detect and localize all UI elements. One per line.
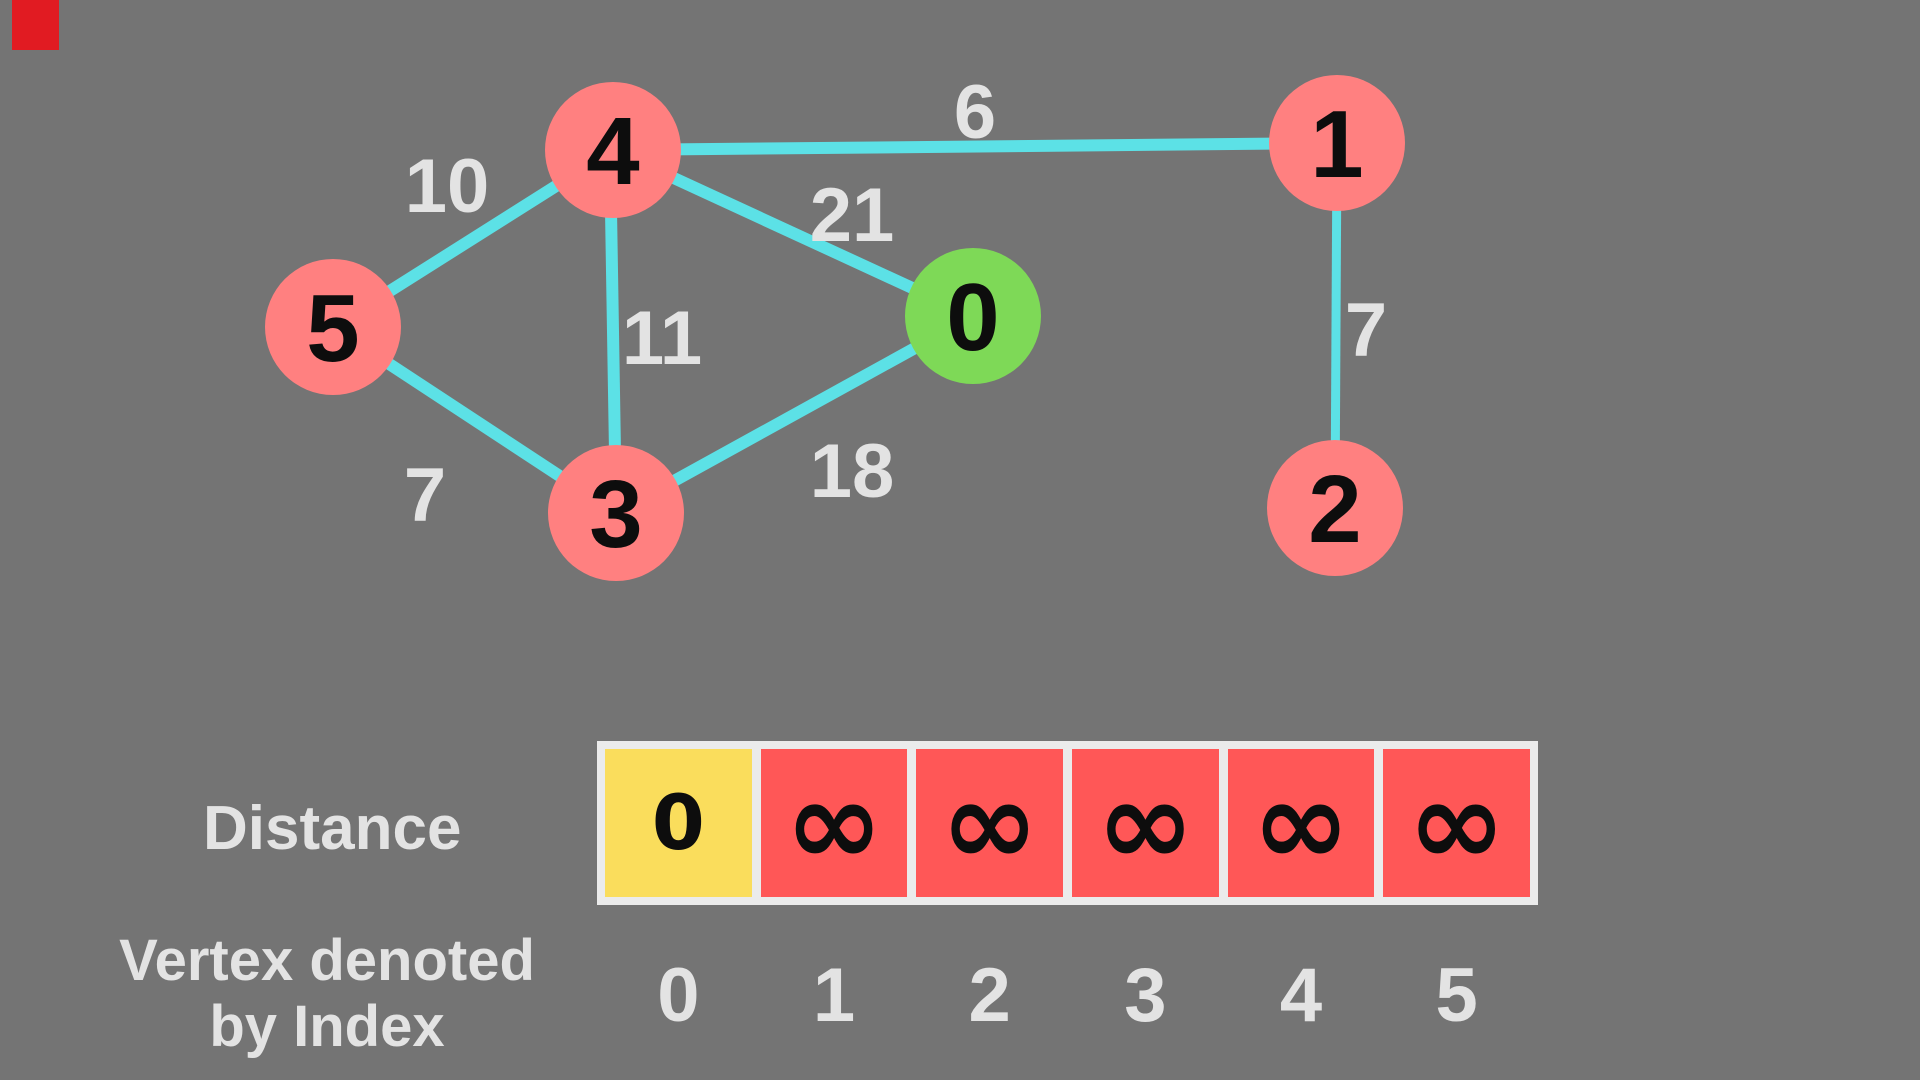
index-1: 1 xyxy=(812,953,856,1038)
index-row: 0 1 2 3 4 5 xyxy=(597,952,1538,1039)
node-5-circle xyxy=(265,259,401,395)
node-3-circle xyxy=(548,445,684,581)
index-3: 3 xyxy=(1124,953,1167,1038)
distance-array: 0 ∞ ∞ ∞ ∞ ∞ xyxy=(597,741,1538,905)
distance-cell-4: ∞ xyxy=(1227,749,1375,897)
corner-red-square xyxy=(12,0,59,50)
edge-weight-4-3: 11 xyxy=(622,296,702,381)
edge-4-1 xyxy=(612,137,1338,156)
index-2: 2 xyxy=(968,953,1011,1038)
distance-cell-3: ∞ xyxy=(1072,749,1219,897)
edge-weight-1-2: 7 xyxy=(1345,288,1387,373)
edge-weight-4-0: 21 xyxy=(810,173,895,258)
index-0: 0 xyxy=(657,953,700,1038)
index-5: 5 xyxy=(1435,953,1478,1038)
index-4: 4 xyxy=(1279,953,1323,1038)
distance-cell-2: ∞ xyxy=(916,749,1064,897)
graph-nodes: 4 1 5 0 3 2 xyxy=(265,75,1405,581)
node-0-circle xyxy=(905,248,1041,384)
node-3-label: 3 xyxy=(589,461,642,568)
node-4-label: 4 xyxy=(586,98,639,205)
index-caption: Vertex denoted by Index xyxy=(47,928,607,1060)
node-5-label: 5 xyxy=(306,275,359,382)
node-4-circle xyxy=(545,82,681,218)
node-2-label: 2 xyxy=(1308,456,1361,563)
node-0-label: 0 xyxy=(946,264,999,371)
edge-weight-labels: 6 10 21 11 7 18 7 xyxy=(404,70,1387,538)
node-1-label: 1 xyxy=(1310,91,1363,198)
edge-weight-5-3: 7 xyxy=(404,453,446,538)
node-1-circle xyxy=(1269,75,1405,211)
node-2-circle xyxy=(1267,440,1403,576)
edge-weight-4-5: 10 xyxy=(405,144,490,229)
index-caption-line1: Vertex denoted xyxy=(119,928,535,993)
edge-weight-4-1: 6 xyxy=(954,70,996,155)
distance-cell-1: ∞ xyxy=(760,749,908,897)
distance-row-label: Distance xyxy=(203,794,462,863)
distance-cell-0: 0 xyxy=(605,749,752,897)
index-caption-line2: by Index xyxy=(209,994,445,1060)
edge-weight-3-0: 18 xyxy=(810,429,895,514)
distance-cell-5: ∞ xyxy=(1383,749,1531,897)
